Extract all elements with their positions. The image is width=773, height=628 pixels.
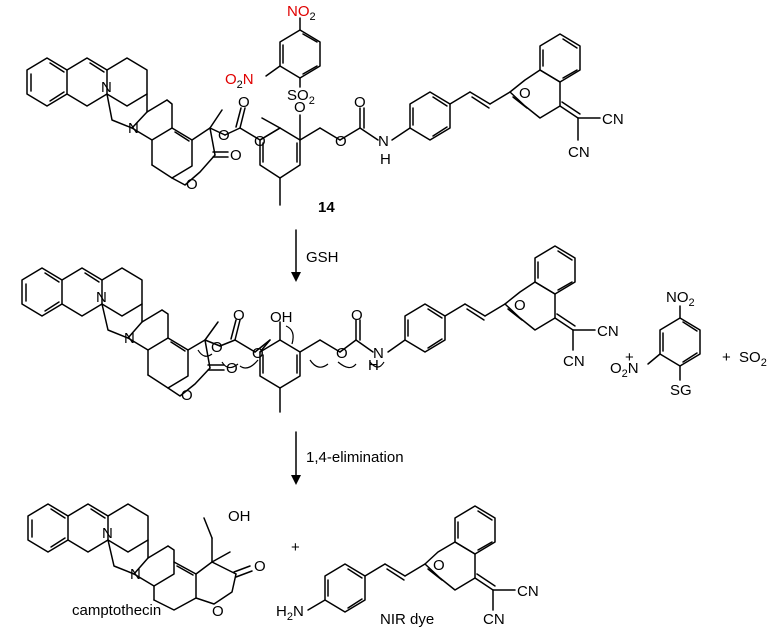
reaction-arrow-gsh [291,229,301,282]
sulfur-dioxide-byproduct: SO2 [739,349,767,369]
nir-dye-fragment-top [409,33,601,141]
amine-h2n: H2N [276,603,304,623]
atom-o-carbonate2-top: O [238,94,250,111]
reagent-gsh: GSH [306,249,339,266]
atom-o-lactone-bottom: O [212,603,224,620]
hydroxyl-camptothecin: OH [228,508,251,525]
camptothecin-product [27,503,253,611]
electron-flow-arrows [197,325,385,369]
dinitrophenyl-top [265,17,321,79]
reaction-arrow-elimination [291,431,301,485]
atom-h-carbamate-top: H [380,151,391,168]
atom-o-carbonate2-mid: O [233,307,245,324]
phenol-oh-mid: OH [270,309,293,326]
atom-o-lactone-mid: O [181,387,193,404]
central-benzene-mid [259,321,301,413]
compound-14: N N O O O O O O SO2 [26,3,624,216]
atom-o-carbamate1-top: O [335,133,347,150]
carbamate-linker-top [299,107,411,141]
atom-o-carbamate2-mid: O [351,307,363,324]
atom-n-pyrrole-top: N [128,120,139,137]
camptothecin-core-mid [21,267,225,397]
thiol-sg-label: SG [670,382,692,399]
atom-o-lactone-top: O [186,176,198,193]
plus-sign-3: + [291,539,300,556]
atom-n-carbamate-mid: N [373,345,384,362]
atom-o-carbonate3-mid: O [252,345,264,362]
nir-dye-label: NIR dye [380,611,434,628]
nir-dye-fragment-mid [404,245,596,353]
cyano-group-1-bottom: CN [517,583,539,600]
plus-sign-2: + [722,349,731,366]
atom-o-carbamate2-top: O [354,94,366,111]
atom-n-pyrrole-mid: N [124,330,135,347]
cyano-group-1-mid: CN [597,323,619,340]
atom-o-carbamate1-mid: O [336,345,348,362]
atom-o-chromene-top: O [519,85,531,102]
atom-o-carbonate1-mid: O [211,339,223,356]
cyano-group-2-top: CN [568,144,590,161]
nitro-group-ortho-byproduct: O2N [610,360,639,380]
nitro-group-para-byproduct: NO2 [666,289,695,309]
nitro-group-ortho-top: O2N [225,71,254,91]
atom-o-chromene-bottom: O [433,557,445,574]
plus-sign-1: + [625,349,634,366]
atom-n-carbamate-top: N [378,133,389,150]
nir-dye-product [307,505,516,613]
reagent-14-elimination: 1,4-elimination [306,449,404,466]
compound-number-label: 14 [318,199,335,216]
intermediate-phenolate: N N O O O O O OH [21,245,619,413]
cyano-group-2-mid: CN [563,353,585,370]
nitro-group-para-top: NO2 [287,3,316,23]
atom-o-chromene-mid: O [514,297,526,314]
atom-n-quinoline-top: N [101,79,112,96]
cyano-group-1-top: CN [602,111,624,128]
atom-n-pyrrole-bottom: N [130,566,141,583]
carbonate-linker-mid [219,319,271,353]
atom-o-carbonyl-mid: O [226,360,238,377]
carbamate-linker-mid [299,319,406,353]
atom-o-carbonate1-top: O [218,127,230,144]
atom-o-carbonyl-top: O [230,147,242,164]
cyano-group-2-bottom: CN [483,611,505,628]
dnp-glutathione-byproduct [647,305,701,381]
central-benzene-top [259,114,301,206]
camptothecin-label: camptothecin [72,602,161,619]
atom-n-quinoline-mid: N [96,289,107,306]
camptothecin-core-top [26,57,229,186]
atom-o-carbonyl-bottom: O [254,558,266,575]
label-so2-top: SO2 [287,87,315,107]
atom-n-quinoline-bottom: N [102,525,113,542]
atom-o-aryl-top: O [294,99,306,116]
